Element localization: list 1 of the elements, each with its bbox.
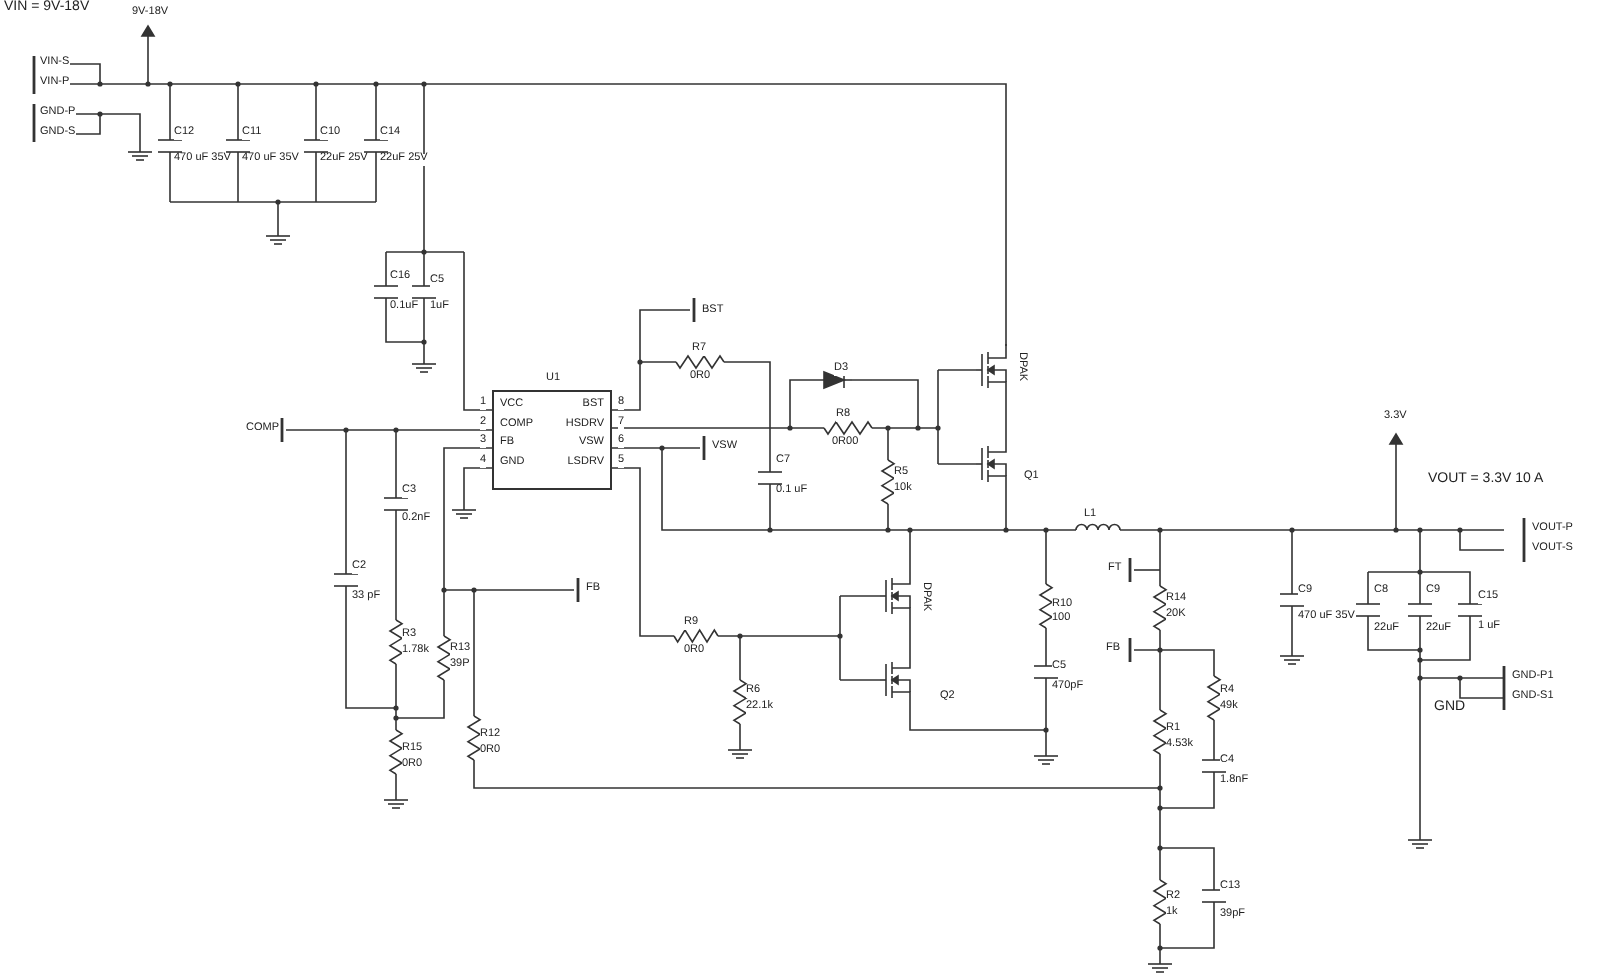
ic-box: [492, 390, 612, 490]
